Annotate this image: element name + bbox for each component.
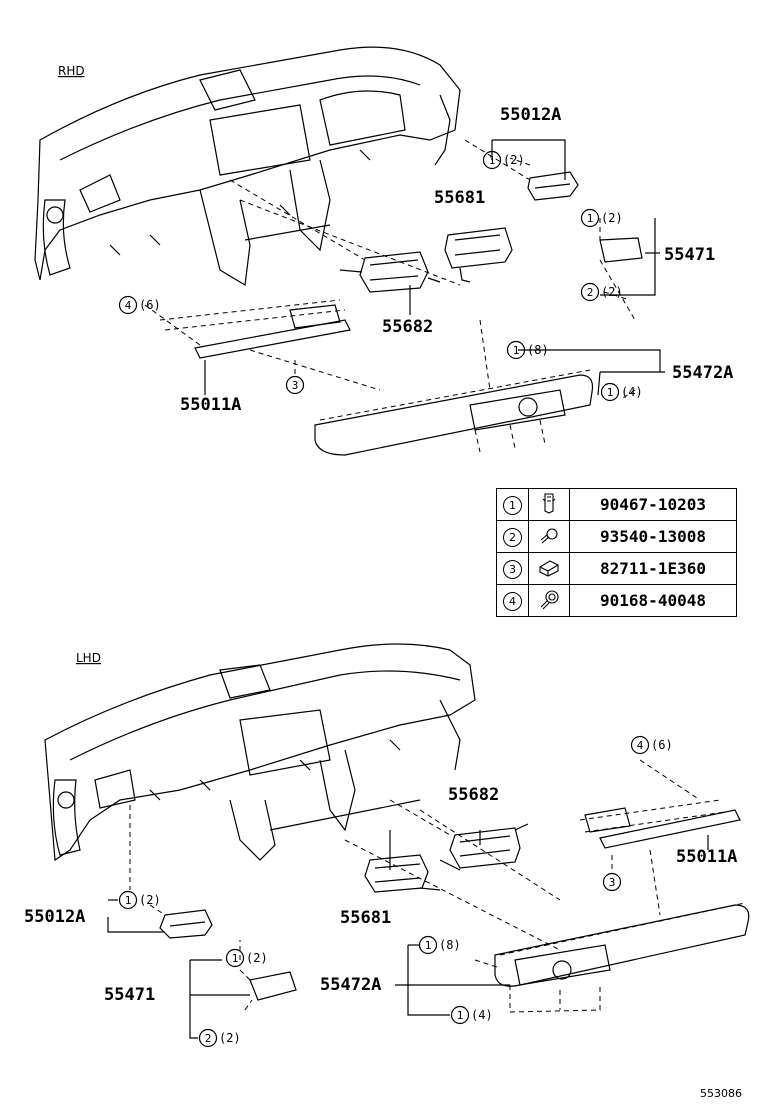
lhd-dashboard-drawing xyxy=(44,643,476,862)
legend-num: 3 xyxy=(503,560,522,579)
bolt-icon xyxy=(540,589,559,609)
lhd-part-55011A: 55011A xyxy=(676,847,737,867)
rhd-callout-2-qty: (2) xyxy=(601,211,623,225)
lhd-callout-7-num: 1 xyxy=(457,1009,464,1022)
rhd-part-55682: 55682 xyxy=(382,317,433,337)
lhd-55682-part xyxy=(439,823,529,871)
fastener-legend-table: 1 90467-10203 2 93540-13008 3 82711-1E36… xyxy=(496,488,737,617)
lhd-callout-5-num: 2 xyxy=(205,1032,212,1045)
diagram-reference-id: 553086 xyxy=(700,1087,742,1100)
lhd-callout-5-qty: (2) xyxy=(219,1031,241,1045)
rhd-callout-4-qty: (6) xyxy=(139,298,161,312)
rhd-callout-7-qty: (4) xyxy=(621,385,643,399)
lhd-leader-lines xyxy=(107,830,709,1039)
rhd-part-55471: 55471 xyxy=(664,245,715,265)
rhd-callout-3-qty: (2) xyxy=(601,285,623,299)
nut-icon xyxy=(539,559,559,577)
rhd-55012A-part xyxy=(527,171,579,201)
rhd-part-55472A: 55472A xyxy=(672,363,733,383)
callout-circles xyxy=(118,150,650,1048)
rhd-55682-part xyxy=(339,251,441,293)
rhd-callout-6-num: 1 xyxy=(513,344,520,357)
lhd-callout-2-num: 3 xyxy=(609,876,616,889)
legend-num: 1 xyxy=(503,496,522,515)
lhd-part-55012A: 55012A xyxy=(24,907,85,927)
lhd-part-55682: 55682 xyxy=(448,785,499,805)
rhd-callout-4-num: 4 xyxy=(125,299,132,312)
rhd-callout-1-qty: (2) xyxy=(503,153,525,167)
lhd-callout-6-qty: (8) xyxy=(439,938,461,952)
rhd-callout-5-num: 3 xyxy=(292,379,299,392)
legend-num: 2 xyxy=(503,528,522,547)
lhd-part-55681: 55681 xyxy=(340,908,391,928)
lhd-55472A-part xyxy=(494,904,750,987)
lhd-callout-1-num: 4 xyxy=(637,739,644,752)
legend-num: 4 xyxy=(503,592,522,611)
legend-part-number: 90168-40048 xyxy=(569,584,737,617)
legend-row: 1 90467-10203 xyxy=(496,488,737,521)
rhd-55681-part xyxy=(444,227,513,283)
lhd-part-55472A: 55472A xyxy=(320,975,381,995)
rhd-callout-7-num: 1 xyxy=(607,386,614,399)
lhd-55011A-part xyxy=(584,807,741,849)
legend-part-number: 93540-13008 xyxy=(569,520,737,553)
lhd-part-55471: 55471 xyxy=(104,985,155,1005)
section-label-rhd: RHD xyxy=(58,64,85,78)
rhd-55471-part xyxy=(599,237,643,263)
lhd-callout-4-qty: (2) xyxy=(246,951,268,965)
lhd-guide-lines xyxy=(129,759,746,1013)
rhd-part-55011A: 55011A xyxy=(180,395,241,415)
rhd-dashboard-drawing xyxy=(34,46,461,286)
legend-part-number: 90467-10203 xyxy=(569,488,737,521)
clip-icon xyxy=(542,492,556,514)
lhd-55681-part xyxy=(364,854,441,893)
lhd-callout-4-num: 1 xyxy=(232,952,239,965)
rhd-leader-lines xyxy=(204,139,665,396)
rhd-callout-2-num: 1 xyxy=(587,212,594,225)
section-label-lhd: LHD xyxy=(76,651,101,665)
rhd-55472A-part xyxy=(314,374,594,456)
lhd-callout-3-qty: (2) xyxy=(139,893,161,907)
lhd-callout-1-qty: (6) xyxy=(651,738,673,752)
legend-part-number: 82711-1E360 xyxy=(569,552,737,585)
legend-row: 2 93540-13008 xyxy=(496,520,737,553)
lhd-callout-7-qty: (4) xyxy=(471,1008,493,1022)
legend-row: 3 82711-1E360 xyxy=(496,552,737,585)
rhd-part-55012A: 55012A xyxy=(500,105,561,125)
rhd-part-55681: 55681 xyxy=(434,188,485,208)
rhd-guide-lines xyxy=(144,139,636,453)
lhd-callout-3-num: 1 xyxy=(125,894,132,907)
lhd-callout-6-num: 1 xyxy=(425,939,432,952)
rhd-callout-1-num: 1 xyxy=(489,154,496,167)
rhd-callout-6-qty: (8) xyxy=(527,343,549,357)
rhd-callout-3-num: 2 xyxy=(587,286,594,299)
lhd-55012A-part xyxy=(159,909,213,939)
legend-row: 4 90168-40048 xyxy=(496,584,737,617)
rhd-55011A-part xyxy=(194,304,351,359)
screw-icon xyxy=(540,527,558,543)
lhd-55471-part xyxy=(249,971,297,1001)
